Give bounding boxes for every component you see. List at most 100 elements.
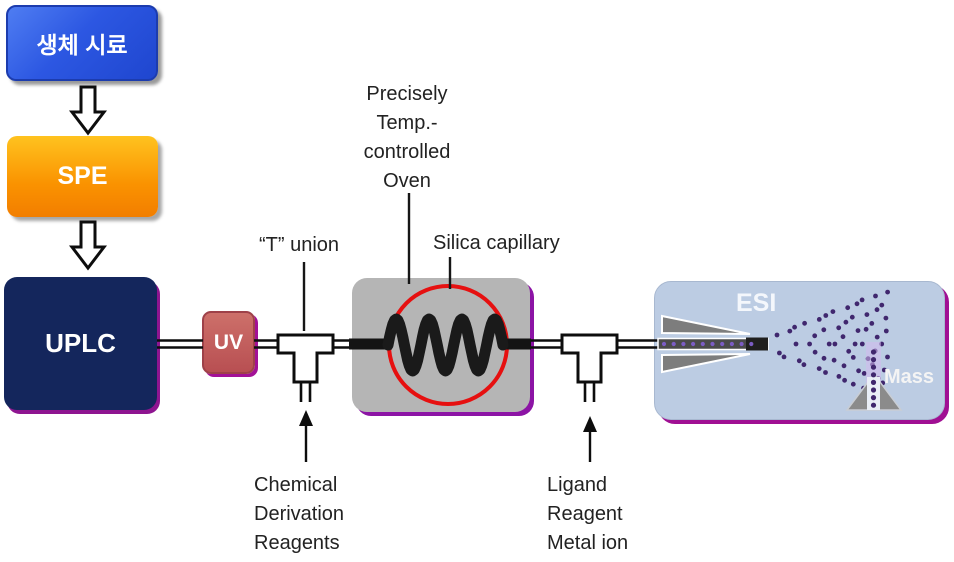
spray-dot: [787, 328, 793, 334]
uv-label: UV: [213, 330, 244, 354]
t-union-icon: [276, 333, 335, 384]
esi-nozzle-icon: [657, 314, 769, 374]
spray-dot: [883, 328, 889, 334]
spray-dot: [774, 332, 780, 338]
esi-label: ESI: [736, 289, 777, 317]
spray-dot: [832, 341, 838, 347]
spray-dot: [691, 341, 696, 347]
spray-dot: [870, 395, 877, 401]
spray-dot: [863, 326, 869, 332]
spray-dot: [729, 341, 735, 347]
spray-dot: [874, 307, 880, 313]
spray-dot: [870, 372, 877, 378]
silica-capillary-label: Silica capillary: [433, 232, 560, 254]
capillary-coil-icon: [382, 313, 509, 377]
spray-dot: [671, 341, 676, 347]
t-union-icon: [560, 333, 619, 384]
down-arrow-icon: [68, 220, 108, 271]
spray-dot: [870, 349, 877, 355]
spray-dot: [885, 289, 890, 295]
spray-dot: [870, 387, 877, 393]
spe-box: SPE: [7, 136, 158, 217]
spray-dot: [816, 317, 822, 322]
spray-dot: [792, 324, 797, 330]
bio-sample-label: 생체 시료: [36, 32, 128, 58]
spray-dot: [843, 319, 849, 325]
spray-dot: [812, 333, 818, 339]
spray-dot: [861, 371, 867, 376]
spray-dot: [793, 341, 799, 347]
spray-dot: [830, 309, 836, 314]
bio-sample-box: 생체 시료: [6, 5, 158, 81]
spray-dot: [807, 341, 812, 347]
spray-dot: [823, 370, 828, 375]
spray-dot: [831, 357, 837, 363]
reagent-inlet-tube: [299, 382, 596, 402]
uplc-box: UPLC: [4, 277, 157, 410]
spray-dot: [796, 358, 802, 364]
up-arrow-icon: [299, 410, 313, 462]
spray-dot: [845, 305, 851, 311]
inlet-dots: [870, 349, 877, 408]
spray-dot: [816, 366, 822, 371]
spray-dot: [720, 341, 725, 347]
spray-dot: [777, 350, 782, 356]
uv-detector-box: UV: [202, 311, 255, 374]
spray-dot: [823, 313, 829, 318]
esi-panel: [654, 281, 945, 420]
down-arrow-icon: [68, 85, 108, 136]
spray-dot: [885, 354, 890, 360]
up-arrow-icon: [583, 416, 597, 462]
spe-label: SPE: [57, 162, 108, 190]
spray-dot: [710, 341, 715, 347]
nozzle-dots: [661, 341, 754, 347]
cone-slit: [867, 377, 880, 410]
spray-dot: [874, 334, 880, 340]
spray-dot: [802, 320, 807, 326]
spray-dot: [869, 321, 875, 326]
spray-dot: [870, 379, 877, 385]
spray-dot: [842, 377, 847, 383]
oven-label: Precisely Temp.- controlled Oven: [363, 83, 451, 192]
flow-tube: [157, 339, 659, 349]
t-union-label: “T” union: [258, 234, 340, 256]
spray-dot: [749, 341, 754, 347]
spray-dot: [854, 301, 860, 307]
spray-dot: [821, 327, 827, 333]
spray-dot: [812, 349, 818, 355]
spray-dot: [870, 357, 877, 363]
spray-dot: [661, 341, 667, 347]
spray-dot: [850, 355, 856, 360]
spray-dot: [840, 334, 846, 340]
spray-dot: [864, 312, 870, 317]
spray-dot: [870, 402, 877, 408]
spray-dot: [852, 341, 858, 347]
spray-dot: [870, 364, 877, 370]
spray-dot: [836, 325, 842, 331]
spray-dot: [826, 341, 832, 347]
spray-dot: [856, 368, 861, 374]
spray-dot: [879, 302, 885, 308]
spray-dot: [855, 328, 861, 333]
spray-dot: [873, 293, 878, 299]
spray-dot: [883, 315, 889, 321]
ligand-reagents-label: Ligand Reagent Metal ion: [547, 474, 629, 554]
chemical-reagents-label: Chemical Derivation Reagents: [254, 474, 345, 554]
spray-dot: [859, 297, 865, 303]
spray-dot: [846, 348, 852, 354]
spray-dot: [836, 374, 842, 379]
spray-dot: [700, 341, 705, 347]
spray-dot: [881, 367, 887, 373]
spray-dot: [681, 341, 686, 347]
spray-dot: [739, 341, 744, 347]
label-pointer-line: [302, 193, 452, 331]
spray-dot: [850, 381, 856, 387]
mass-label: Mass: [884, 366, 935, 388]
spray-dot: [801, 362, 807, 368]
spray-dot: [849, 314, 855, 320]
spray-dot: [859, 341, 865, 347]
uplc-label: UPLC: [45, 328, 116, 358]
spray-dot: [821, 355, 827, 361]
